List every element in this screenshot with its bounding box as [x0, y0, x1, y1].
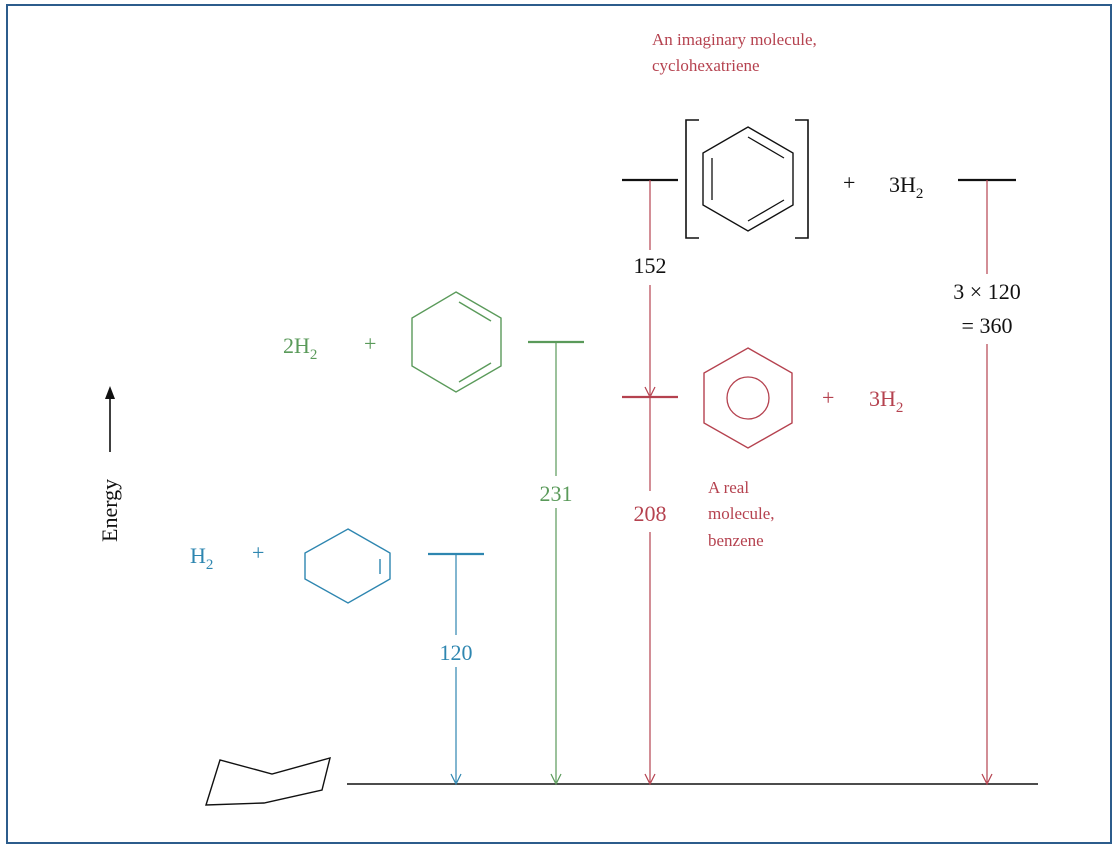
cyclohexatriene-caption-line1: An imaginary molecule, — [652, 30, 817, 49]
cyclohexadiene-arrowhead — [550, 773, 562, 786]
cyclohexene-reagent: H2 — [190, 543, 213, 573]
cyclohexatriene-plus: + — [843, 170, 855, 195]
energy-diagram: Energy H2 + 120 2H2 + 231 An imaginary m… — [97, 30, 1038, 806]
benzene-aromatic-ring — [726, 376, 770, 420]
diagram-frame — [6, 4, 1112, 844]
triene-energy-line1: 3 × 120 — [953, 279, 1020, 304]
benzene-arrowhead — [644, 773, 656, 786]
cyclohexadiene-double-bond-1 — [458, 301, 492, 322]
resonance-energy: 152 — [634, 253, 667, 278]
benzene-group: + 3H2 A real molecule, benzene 208 — [622, 347, 903, 786]
cyclohexene-arrowhead — [450, 773, 462, 786]
right-bracket — [795, 119, 809, 239]
benzene-reagent: 3H2 — [869, 386, 903, 416]
energy-axis-label: Energy — [97, 479, 122, 542]
benzene-caption-line2: molecule, — [708, 504, 775, 523]
benzene-plus: + — [822, 385, 834, 410]
triene-arrowhead — [981, 773, 993, 786]
cyclohexadiene-plus: + — [364, 331, 376, 356]
benzene-caption-line3: benzene — [708, 531, 764, 550]
energy-axis-arrowhead — [105, 386, 115, 399]
cyclohexene-group: H2 + 120 — [190, 528, 484, 786]
cyclohexadiene-energy: 231 — [540, 481, 573, 506]
baseline-group — [205, 757, 1038, 806]
cyclohexatriene-structure — [702, 126, 794, 232]
benzene-structure — [703, 347, 793, 449]
cyclohexatriene-group: An imaginary molecule, cyclohexatriene +… — [622, 30, 1016, 239]
cyclohexatriene-double-bond-1 — [747, 136, 785, 159]
triene-energy-group: 3 × 120 = 360 — [953, 180, 1021, 786]
cyclohexene-structure — [304, 528, 391, 604]
cyclohexadiene-group: 2H2 + 231 — [283, 291, 584, 786]
benzene-caption-line1: A real — [708, 478, 749, 497]
cyclohexane-structure — [205, 757, 331, 806]
cyclohexatriene-reagent: 3H2 — [889, 172, 923, 202]
benzene-energy: 208 — [634, 501, 667, 526]
cyclohexatriene-double-bond-2 — [747, 199, 785, 222]
cyclohexadiene-reagent: 2H2 — [283, 333, 317, 363]
energy-axis: Energy — [97, 386, 122, 542]
cyclohexene-plus: + — [252, 540, 264, 565]
left-bracket — [685, 119, 699, 239]
triene-energy-line2: = 360 — [962, 313, 1013, 338]
resonance-group: 152 — [634, 180, 667, 399]
cyclohexadiene-double-bond-2 — [458, 362, 492, 383]
cyclohexadiene-structure — [411, 291, 502, 393]
cyclohexatriene-caption-line2: cyclohexatriene — [652, 56, 760, 75]
cyclohexene-energy: 120 — [440, 640, 473, 665]
